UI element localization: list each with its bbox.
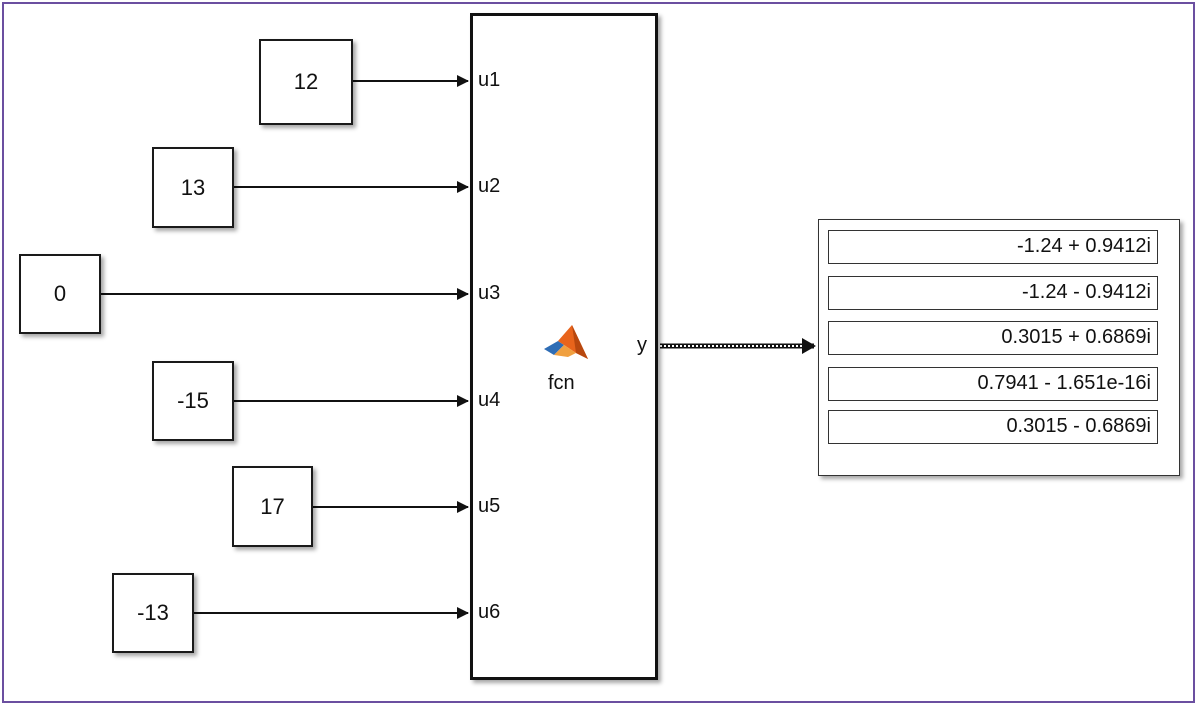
- display-value-2: -1.24 - 0.9412i: [828, 276, 1158, 310]
- output-port-y: y: [637, 334, 647, 356]
- constant-value: 17: [260, 493, 285, 519]
- display-value-5: 0.3015 - 0.6869i: [828, 410, 1158, 444]
- constant-block-3[interactable]: 0: [19, 254, 101, 334]
- matlab-function-block[interactable]: [470, 13, 658, 680]
- function-name-label: fcn: [548, 372, 575, 394]
- constant-block-4[interactable]: -15: [152, 361, 234, 441]
- input-port-u3: u3: [478, 282, 501, 304]
- display-value-4: 0.7941 - 1.651e-16i: [828, 367, 1158, 401]
- constant-value: 13: [180, 174, 206, 200]
- input-port-u4: u4: [478, 389, 501, 411]
- signal-line-y[interactable]: [660, 338, 816, 354]
- constant-block-1[interactable]: 12: [259, 39, 353, 125]
- constant-block-2[interactable]: 13: [152, 147, 234, 228]
- input-port-u5: u5: [478, 495, 501, 517]
- constant-block-5[interactable]: 17: [232, 466, 313, 547]
- display-block[interactable]: -1.24 + 0.9412i -1.24 - 0.9412i 0.3015 +…: [818, 219, 1180, 476]
- input-port-u6: u6: [478, 601, 501, 623]
- display-value-1: -1.24 + 0.9412i: [828, 230, 1158, 264]
- input-port-u1: u1: [478, 69, 501, 91]
- constant-value: -15: [177, 388, 209, 413]
- display-value-3: 0.3015 + 0.6869i: [828, 321, 1158, 355]
- matlab-logo-icon: [544, 325, 588, 359]
- input-port-u2: u2: [478, 175, 501, 197]
- constant-value: 12: [293, 69, 319, 94]
- constant-value: 0: [53, 281, 67, 306]
- constant-value: -13: [137, 600, 169, 625]
- constant-block-6[interactable]: -13: [112, 573, 194, 653]
